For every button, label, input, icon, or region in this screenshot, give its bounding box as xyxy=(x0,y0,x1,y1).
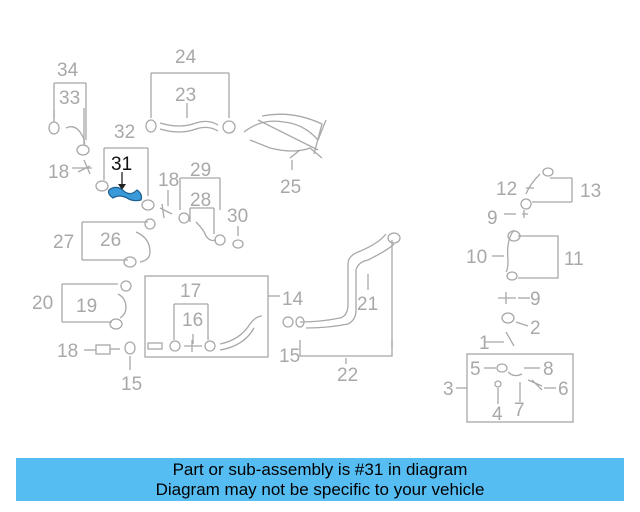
callout-10: 10 xyxy=(466,247,487,268)
callout-34: 34 xyxy=(57,60,79,81)
callout-18-mid: 18 xyxy=(158,170,179,191)
callout-1: 1 xyxy=(479,333,490,354)
banner-line-part: Part or sub-assembly is #31 in diagram xyxy=(172,460,468,479)
callout-5: 5 xyxy=(470,359,481,380)
callout-20: 20 xyxy=(32,293,53,314)
callout-18-upper: 18 xyxy=(48,162,69,183)
callout-labels: 34 33 24 23 32 31 18 29 18 28 30 25 12 1… xyxy=(32,47,601,425)
callout-7: 7 xyxy=(514,400,525,421)
callout-2: 2 xyxy=(530,318,541,339)
callout-23: 23 xyxy=(175,85,196,106)
callout-18-lower: 18 xyxy=(57,341,78,362)
callout-22: 22 xyxy=(337,365,358,386)
callout-32: 32 xyxy=(114,122,135,143)
banner-line-disclaimer: Diagram may not be specific to your vehi… xyxy=(155,480,485,499)
callout-8: 8 xyxy=(543,359,554,380)
callout-26: 26 xyxy=(100,230,121,251)
callout-15-left: 15 xyxy=(121,374,142,395)
callout-12: 12 xyxy=(496,179,517,200)
callout-17: 17 xyxy=(180,281,201,302)
callout-33: 33 xyxy=(59,88,80,109)
info-banner: Part or sub-assembly is #31 in diagram D… xyxy=(16,458,624,501)
callout-28: 28 xyxy=(190,190,211,211)
callout-29: 29 xyxy=(190,160,211,181)
callout-27: 27 xyxy=(53,232,74,253)
callout-9-upper: 9 xyxy=(487,208,498,229)
callout-21: 21 xyxy=(357,294,378,315)
parts-diagram: 34 33 24 23 32 31 18 29 18 28 30 25 12 1… xyxy=(32,47,601,425)
callout-19: 19 xyxy=(76,296,97,317)
callout-24: 24 xyxy=(175,47,197,68)
callout-3: 3 xyxy=(443,379,454,400)
callout-13: 13 xyxy=(580,181,601,202)
callout-16: 16 xyxy=(182,310,203,331)
callout-31: 31 xyxy=(111,154,132,175)
callout-25: 25 xyxy=(280,177,301,198)
callout-30: 30 xyxy=(227,206,248,227)
callout-15-right: 15 xyxy=(279,346,300,367)
callout-14: 14 xyxy=(282,289,304,310)
callout-9-lower: 9 xyxy=(530,289,541,310)
hose-part-31 xyxy=(107,186,143,202)
callout-11: 11 xyxy=(564,249,584,270)
callout-6: 6 xyxy=(558,379,569,400)
callout-4: 4 xyxy=(492,404,503,425)
